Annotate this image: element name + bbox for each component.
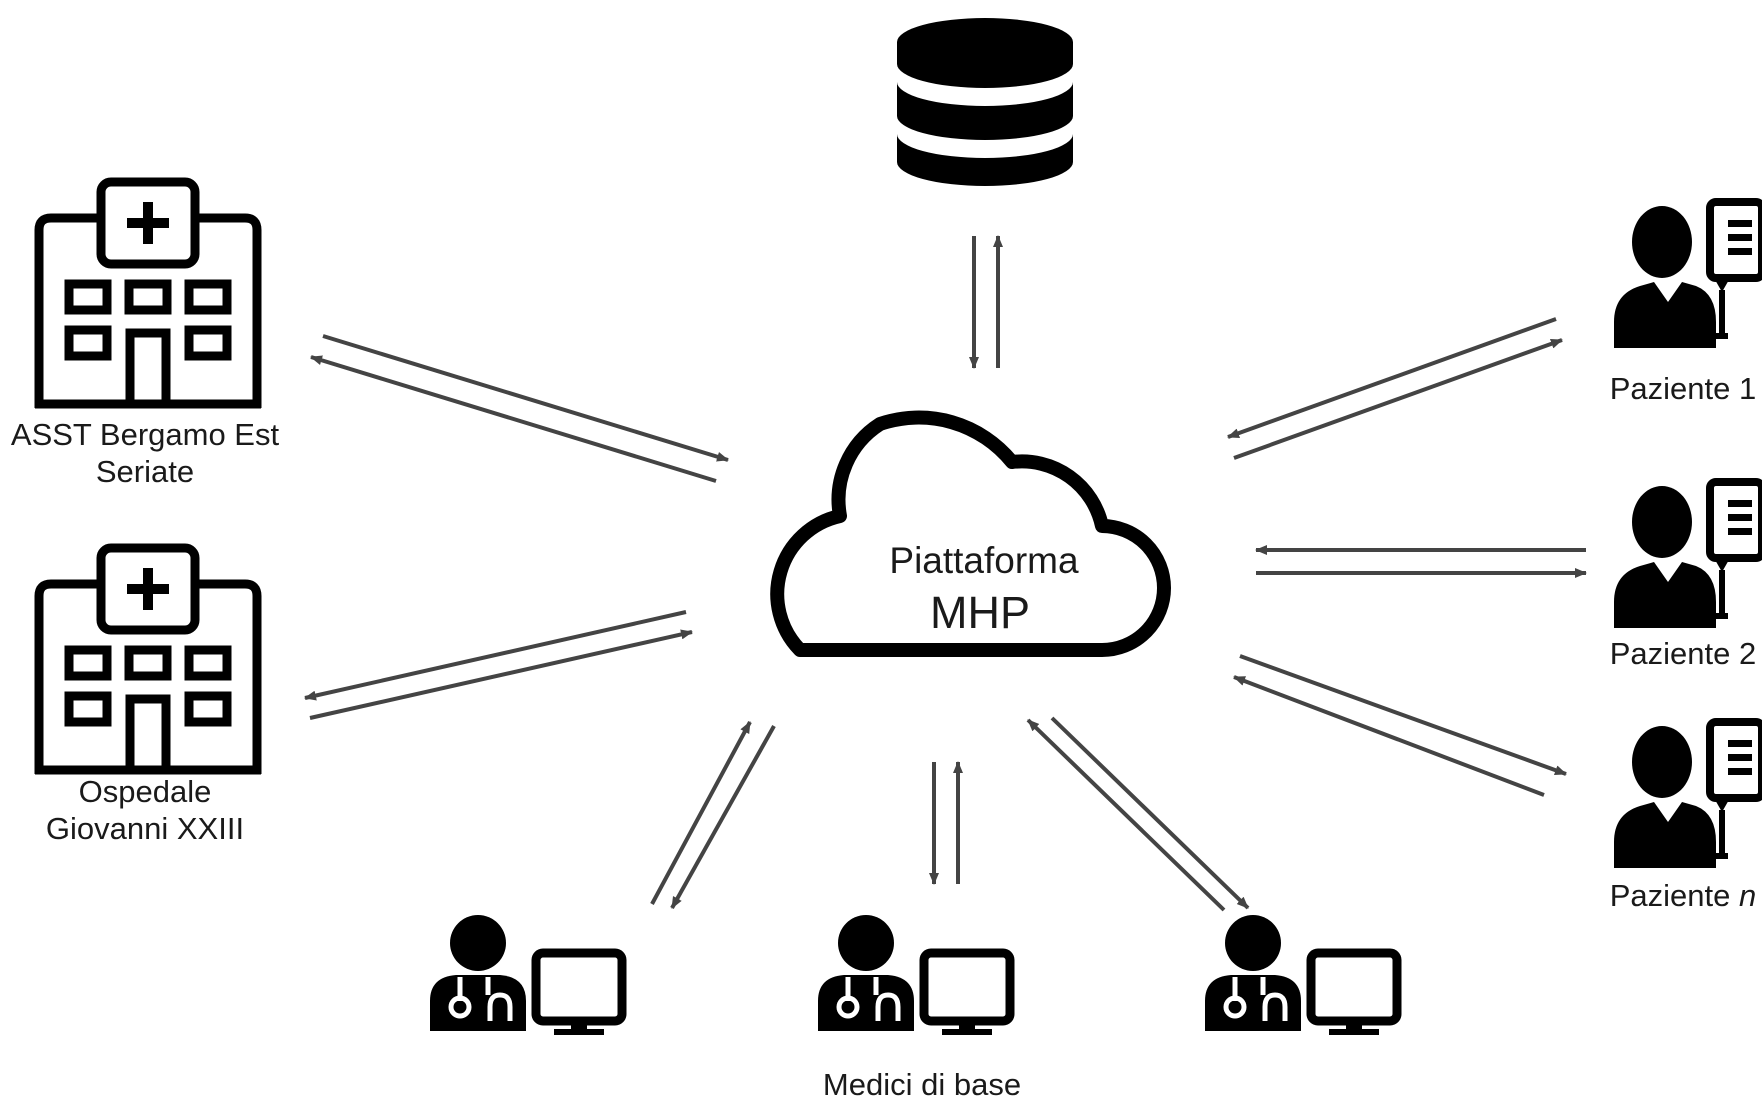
arrow-cloud-to-doctor1 — [670, 725, 776, 909]
cloud-platform: Piattaforma MHP — [770, 410, 1171, 657]
arrow-patient-n-to-cloud — [1233, 675, 1545, 797]
database-icon — [897, 18, 1073, 186]
arrow-hospital1-to-cloud — [322, 334, 729, 462]
arrow-hospital2-to-cloud — [309, 629, 693, 720]
arrow-cloud-to-patient-n — [1239, 654, 1567, 776]
hospital-building-icon — [35, 548, 261, 774]
arrow-cloud-to-patient1 — [1233, 338, 1563, 460]
hospital-label-line2: Giovanni XXIII — [46, 811, 244, 846]
hospital-label-line1: Ospedale — [79, 774, 212, 809]
doctor-with-computer-icon — [818, 915, 1010, 1035]
patient-with-iv-drip-icon — [1614, 202, 1762, 348]
patient-label: Paziente 1 — [1610, 371, 1757, 406]
patient-label: Paziente 2 — [1610, 636, 1757, 671]
platform-title-line2: MHP — [930, 587, 1030, 638]
arrow-cloud-to-hospital1 — [310, 355, 717, 483]
platform-title-line1: Piattaforma — [889, 540, 1079, 581]
doctor-with-computer-icon — [430, 915, 622, 1035]
arrow-doctor1-to-cloud — [650, 721, 752, 905]
connection-arrows — [304, 235, 1587, 912]
patient-label: Paziente n — [1610, 878, 1757, 913]
hospital-label-line2: Seriate — [96, 454, 194, 489]
arrow-cloud-to-hospital2 — [304, 610, 687, 701]
doctor-with-computer-icon — [1205, 915, 1397, 1035]
arrow-cloud-to-doctor3 — [1050, 716, 1250, 910]
cloud-icon — [770, 410, 1171, 657]
hospital-building-icon — [35, 182, 261, 408]
patient-with-iv-drip-icon — [1614, 722, 1762, 868]
arrow-doctor3-to-cloud — [1026, 718, 1226, 912]
arrow-patient1-to-cloud — [1227, 317, 1557, 439]
doctors-label: Medici di base — [823, 1067, 1021, 1102]
hospital-label-line1: ASST Bergamo Est — [11, 417, 280, 452]
patient-with-iv-drip-icon — [1614, 482, 1762, 628]
